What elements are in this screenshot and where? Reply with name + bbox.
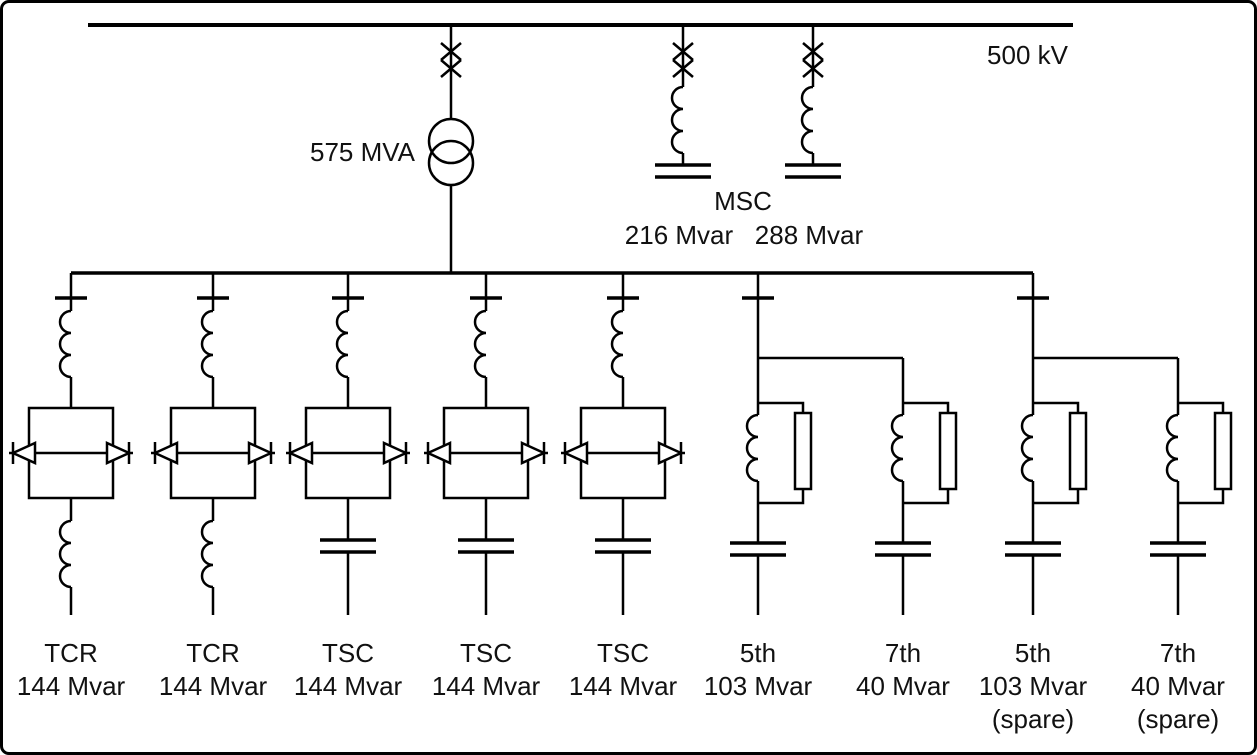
- msc-bank-rating-label: 288 Mvar: [755, 220, 864, 250]
- schematic-canvas: 500 kV 575 MVA 216 Mvar 288 Mvar MSC TC: [7, 23, 1233, 734]
- branch-name-label: TCR: [186, 638, 239, 668]
- branch-filter-5th-spare: 5th 103 Mvar (spare): [979, 273, 1178, 734]
- thyristor-valve-icon: [422, 406, 550, 500]
- transformer-rating-label: 575 MVA: [310, 137, 416, 167]
- msc-branch-1: 216 Mvar: [625, 25, 734, 250]
- branch-note-label: (spare): [992, 704, 1074, 734]
- inductor-icon: [58, 519, 73, 589]
- msc-group-label: MSC: [714, 186, 772, 216]
- branch-tsc-2: TSC 144 Mvar: [422, 273, 550, 701]
- msc-branch-2: 288 Mvar: [755, 25, 864, 250]
- wire: [901, 358, 950, 615]
- capacitor-icon: [783, 163, 843, 179]
- branch-rating-label: 144 Mvar: [432, 671, 541, 701]
- inductor-icon: [200, 519, 215, 589]
- branch-rating-label: 103 Mvar: [979, 671, 1088, 701]
- branch-filter-5th: 5th 103 Mvar: [704, 273, 903, 701]
- capacitor-icon: [1148, 541, 1208, 557]
- capacitor-icon: [593, 538, 653, 554]
- branch-name-label: 5th: [1015, 638, 1051, 668]
- thyristor-valve-icon: [559, 406, 687, 500]
- wire: [756, 273, 903, 615]
- branch-rating-label: 144 Mvar: [569, 671, 678, 701]
- inductor-icon: [800, 85, 815, 155]
- branch-rating-label: 144 Mvar: [294, 671, 403, 701]
- inductor-icon: [890, 413, 905, 483]
- capacitor-icon: [653, 163, 713, 179]
- branch-rating-label: 40 Mvar: [1131, 671, 1225, 701]
- branch-name-label: TSC: [597, 638, 649, 668]
- thyristor-valve-icon: [7, 406, 135, 500]
- inductor-icon: [58, 309, 73, 379]
- branch-name-label: TSC: [460, 638, 512, 668]
- branch-rating-label: 144 Mvar: [17, 671, 126, 701]
- branch-tsc-3: TSC 144 Mvar: [559, 273, 687, 701]
- capacitor-icon: [318, 538, 378, 554]
- capacitor-icon: [728, 541, 788, 557]
- thyristor-valve-icon: [284, 406, 412, 500]
- branch-filter-7th-spare: 7th 40 Mvar (spare): [1131, 358, 1233, 734]
- inductor-icon: [610, 309, 625, 379]
- branch-rating-label: 144 Mvar: [159, 671, 268, 701]
- hv-bus-voltage-label: 500 kV: [987, 40, 1069, 70]
- resistor-icon: [1068, 411, 1088, 491]
- thyristor-valve-icon: [149, 406, 277, 500]
- inductor-icon: [473, 309, 488, 379]
- inductor-icon: [1020, 413, 1035, 483]
- inductor-icon: [335, 309, 350, 379]
- branch-name-label: 5th: [740, 638, 776, 668]
- capacitor-icon: [873, 541, 933, 557]
- branch-name-label: 7th: [1160, 638, 1196, 668]
- transformer-branch: 575 MVA: [310, 25, 475, 273]
- resistor-icon: [938, 411, 958, 491]
- resistor-icon: [1213, 411, 1233, 491]
- inductor-icon: [745, 413, 760, 483]
- capacitor-icon: [1003, 541, 1063, 557]
- transformer-icon: [427, 117, 475, 187]
- resistor-icon: [793, 411, 813, 491]
- branch-tsc-1: TSC 144 Mvar: [284, 273, 412, 701]
- inductor-icon: [1165, 413, 1180, 483]
- capacitor-icon: [456, 538, 516, 554]
- inductor-icon: [200, 309, 215, 379]
- branch-name-label: TSC: [322, 638, 374, 668]
- branch-filter-7th: 7th 40 Mvar: [856, 358, 958, 701]
- branch-rating-label: 40 Mvar: [856, 671, 950, 701]
- branch-tcr-2: TCR 144 Mvar: [149, 273, 277, 701]
- msc-bank-rating-label: 216 Mvar: [625, 220, 734, 250]
- inductor-icon: [670, 85, 685, 155]
- branch-note-label: (spare): [1137, 704, 1219, 734]
- branch-name-label: TCR: [44, 638, 97, 668]
- branch-name-label: 7th: [885, 638, 921, 668]
- wire: [1176, 358, 1225, 615]
- branch-tcr-1: TCR 144 Mvar: [7, 273, 135, 701]
- wire: [1031, 273, 1178, 615]
- branch-rating-label: 103 Mvar: [704, 671, 813, 701]
